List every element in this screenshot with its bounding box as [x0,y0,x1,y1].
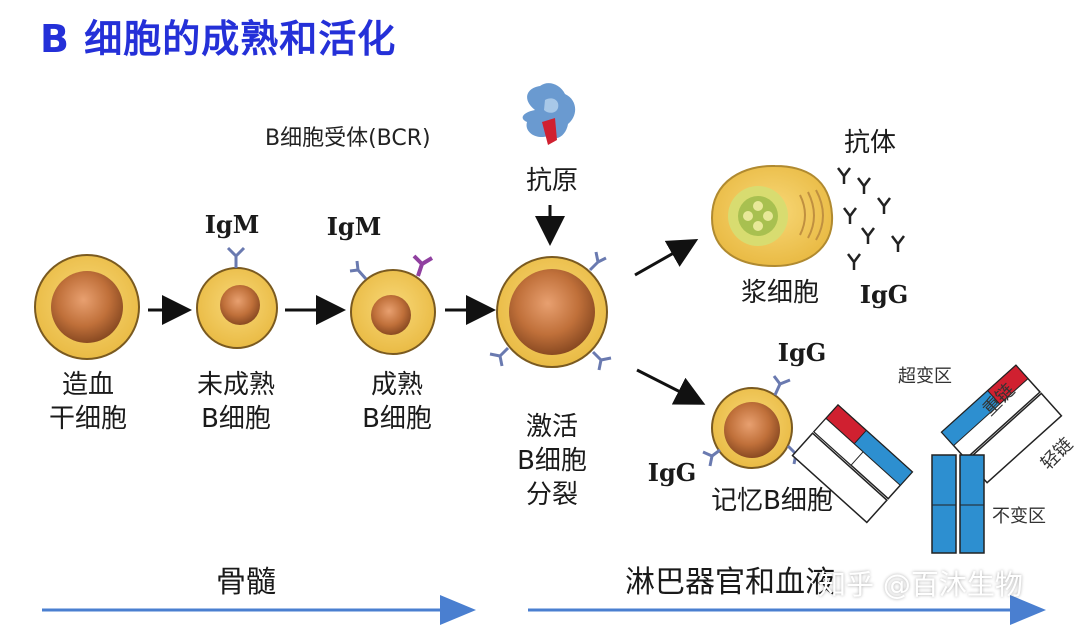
memory-b-cell [702,375,807,469]
mature-b-cell [349,254,436,355]
memory-igg-left-label: IgG [647,458,697,487]
lymph-blood-label: 淋巴器官和血液 [625,565,835,600]
stem-cell-label-1: 造血 [61,370,114,400]
arrow-to-memory [636,368,706,405]
mature-cell-label-1: 成熟 [370,370,423,400]
igd-receptor-icon [412,254,434,277]
arrow-to-plasma [634,239,699,277]
immature-cell-label-2: B细胞 [201,404,271,434]
secreted-antibodies-icon [837,167,905,270]
activated-cell-label-1: 激活 [525,412,578,442]
mature-cell-label-2: B细胞 [362,404,432,434]
bone-marrow-label: 骨髓 [216,565,276,600]
igm-receptor-icon [226,246,246,268]
antibody-label: 抗体 [843,128,896,158]
watermark: 知乎 @百沐生物 [818,568,1023,601]
memory-igg-top-label: IgG [777,338,827,367]
antigen-molecule-icon [522,83,576,145]
bcr-receptor-icon [489,251,612,371]
plasma-cell-label: 浆细胞 [740,278,819,308]
immature-b-cell [196,246,278,349]
variable-region-label: 超变区 [898,366,952,387]
antibody-structure-diagram [791,364,1063,554]
immature-igm-label: IgM [204,210,260,239]
mature-igm-label: IgM [326,212,382,241]
plasma-igg-label: IgG [859,280,909,309]
igm-receptor-icon [349,260,368,280]
memory-cell-label: 记忆B细胞 [711,486,833,516]
constant-region-label: 不变区 [992,506,1046,527]
activated-b-cell [489,251,612,371]
bcr-label: B细胞受体(BCR) [265,126,431,151]
activated-cell-label-2: B细胞 [517,446,587,476]
plasma-cell [710,164,834,268]
antigen-label: 抗原 [525,166,578,196]
stem-cell [34,254,140,360]
stem-cell-label-2: 干细胞 [48,404,127,434]
activated-cell-label-3: 分裂 [525,480,578,510]
page-title: B 细胞的成熟和活化 [40,17,397,61]
immature-cell-label-1: 未成熟 [196,370,275,400]
